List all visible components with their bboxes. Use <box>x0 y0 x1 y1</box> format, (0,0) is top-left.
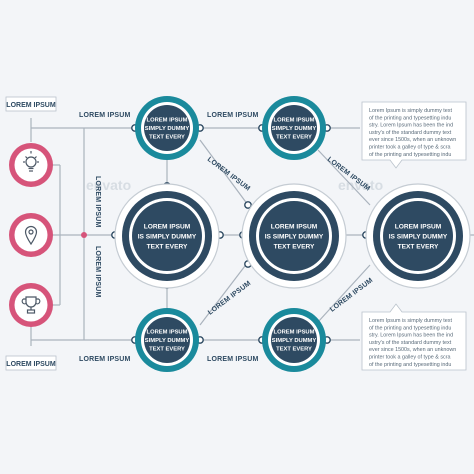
circle-text-line: SIMPLY DUMMY <box>272 126 317 132</box>
small-teal-circle: LOREM IPSUM SIMPLY DUMMY TEXT EVERY <box>135 96 199 160</box>
big-navy-circle: LOREM IPSUM IS SIMPLY DUMMY TEXT EVERY <box>241 183 347 289</box>
circle-text-line: IS SIMPLY DUMMY <box>138 233 197 240</box>
circle-text-line: SIMPLY DUMMY <box>272 338 317 344</box>
circle-text-line: TEXT EVERY <box>149 347 185 353</box>
circle-text-line: LOREM IPSUM <box>147 330 188 336</box>
svg-text:LOREM IPSUM: LOREM IPSUM <box>6 361 56 368</box>
label-bottom-left: LOREM IPSUM <box>79 356 131 363</box>
description-line: of the printing and typesetting indu <box>369 362 451 368</box>
small-teal-circle: LOREM IPSUM SIMPLY DUMMY TEXT EVERY <box>262 96 326 160</box>
description-line: stry. Lorem Ipsum has been the ind <box>369 333 453 339</box>
circle-text-line: IS SIMPLY DUMMY <box>389 233 448 240</box>
watermark-left: envato <box>86 177 131 193</box>
description-line: ever since 1500s, when an unknown <box>369 347 456 353</box>
icon-circle-map-pin <box>9 213 53 257</box>
circle-text-line: SIMPLY DUMMY <box>145 338 190 344</box>
circle-text-line: LOREM IPSUM <box>274 330 315 336</box>
big-navy-circle: LOREM IPSUM IS SIMPLY DUMMY TEXT EVERY <box>114 183 220 289</box>
label-top-mid: LOREM IPSUM <box>207 112 259 119</box>
label-diag-1: LOREM IPSUM <box>206 156 251 193</box>
small-teal-circle: LOREM IPSUM SIMPLY DUMMY TEXT EVERY <box>135 308 199 372</box>
icon-circle-trophy <box>9 283 53 327</box>
map-pin-icon <box>24 225 38 246</box>
description-line: ever since 1500s, when an unknown <box>369 137 456 143</box>
circle-text-line: LOREM IPSUM <box>144 223 191 230</box>
description-line: printer took a galley of type & scra <box>369 145 451 151</box>
description-line: ustry's of the standard dummy text <box>369 130 452 136</box>
icon-circle-lightbulb <box>9 143 53 187</box>
label-top-left: LOREM IPSUM <box>79 112 131 119</box>
circle-text-line: TEXT EVERY <box>276 135 312 141</box>
lightbulb-icon <box>23 151 39 172</box>
corner-label-bottom: LOREM IPSUM <box>5 355 57 371</box>
circle-text-line: TEXT EVERY <box>147 243 188 250</box>
circle-text-line: TEXT EVERY <box>398 243 439 250</box>
circle-text-line: SIMPLY DUMMY <box>145 126 190 132</box>
circle-text-line: LOREM IPSUM <box>271 223 318 230</box>
circle-text-line: TEXT EVERY <box>149 135 185 141</box>
description-line: of the printing and typesetting indu <box>369 115 451 121</box>
label-vert-upper: LOREM IPSUM <box>94 176 101 228</box>
label-bottom-mid: LOREM IPSUM <box>207 356 259 363</box>
label-diag-4: LOREM IPSUM <box>329 277 374 314</box>
description-line: ustry's of the standard dummy text <box>369 340 452 346</box>
description-line: Lorem Ipsum is simply dummy text <box>369 318 452 324</box>
label-vert-lower: LOREM IPSUM <box>94 246 101 298</box>
circle-text-line: LOREM IPSUM <box>147 118 188 124</box>
description-line: of the printing and typesetting indu <box>369 152 451 158</box>
circle-text-line: LOREM IPSUM <box>395 223 442 230</box>
circle-text-line: IS SIMPLY DUMMY <box>265 233 324 240</box>
svg-text:LOREM IPSUM: LOREM IPSUM <box>6 102 56 109</box>
circle-text-line: TEXT EVERY <box>274 243 315 250</box>
big-navy-circle: LOREM IPSUM IS SIMPLY DUMMY TEXT EVERY <box>365 183 471 289</box>
trophy-icon <box>21 296 41 314</box>
circle-text-line: LOREM IPSUM <box>274 118 315 124</box>
corner-label-top: LOREM IPSUM <box>5 96 57 112</box>
description-line: printer took a galley of type & scra <box>369 355 451 361</box>
watermark-right: envato <box>338 177 383 193</box>
description-line: stry. Lorem Ipsum has been the ind <box>369 123 453 129</box>
circle-text-line: TEXT EVERY <box>276 347 312 353</box>
description-line: of the printing and typesetting indu <box>369 325 451 331</box>
description-line: Lorem Ipsum is simply dummy text <box>369 108 452 114</box>
small-teal-circle: LOREM IPSUM SIMPLY DUMMY TEXT EVERY <box>262 308 326 372</box>
pink-junction-dot <box>81 232 87 238</box>
